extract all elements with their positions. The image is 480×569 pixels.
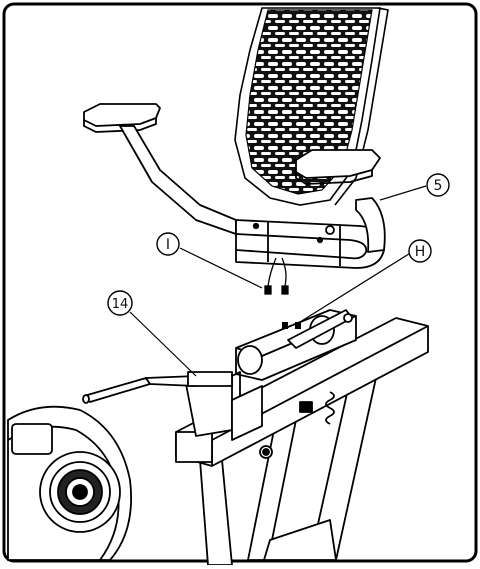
leader-h <box>299 251 413 323</box>
callout-5-label: 5 <box>434 178 443 194</box>
leader-5 <box>379 185 427 201</box>
flywheel-housing <box>7 405 133 561</box>
callout-14: 14 <box>107 290 133 316</box>
callout-i-label: I <box>166 237 170 253</box>
leader-14 <box>129 311 197 377</box>
left-armrest-pad <box>83 103 161 127</box>
armrest-frame <box>83 103 386 269</box>
callout-14-label: 14 <box>112 297 129 312</box>
callout-h: H <box>408 239 432 263</box>
callout-5: 5 <box>426 173 450 197</box>
main-frame <box>175 309 429 566</box>
callout-h-label: H <box>415 244 426 260</box>
seat-cable <box>264 257 289 295</box>
handlebar <box>82 371 233 404</box>
connector-h <box>282 322 301 329</box>
leader-lines <box>129 185 427 377</box>
callout-i: I <box>156 232 180 256</box>
right-armrest-pad <box>295 149 381 179</box>
seat-back <box>234 7 389 206</box>
seat-mesh <box>245 9 373 195</box>
border-frame <box>2 2 478 563</box>
leader-i <box>179 247 263 289</box>
